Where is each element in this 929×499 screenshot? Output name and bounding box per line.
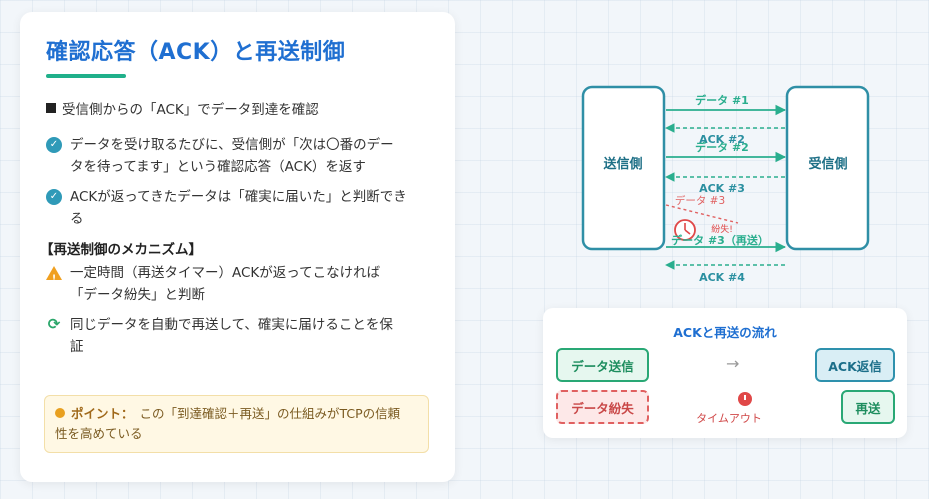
message-label: ACK #4 [699,271,745,284]
point-text-line: 性を高めている [55,426,143,441]
bullet-text-line: タを待ってます」という確認応答（ACK）を返す [70,159,366,175]
timeout-label: タイムアウト [696,412,762,425]
intro-line: 受信側からの「ACK」でデータ到達を確認 [46,98,431,118]
lost-message-label: データ #3 [675,194,725,207]
bullet-item: ✓ データを受け取るたびに、受信側が「次は〇番のデー タを待ってます」という確認… [46,134,431,178]
data-lost-box: データ紛失 [556,390,649,424]
flow-title: ACKと再送の流れ [673,325,777,340]
mechanism-text-line: 同じデータを自動で再送して、確実に届けることを保 [70,317,393,333]
point-label: ポイント： [71,406,134,421]
resend-box: 再送 [841,390,895,424]
bullet-item: ✓ ACKが返ってきたデータは「確実に届いた」と判断でき る [46,186,431,230]
lost-message-arrow [665,204,739,224]
mechanism-heading: 【再送制御のメカニズム】 [40,242,202,258]
bullet-text-line: ACKが返ってきたデータは「確実に届いた」と判断でき [70,189,407,205]
page-title: 確認応答（ACK）と再送制御 [46,40,346,65]
mechanism-text: 一定時間（再送タイマー）ACKが返ってこなければ 「データ紛失」と判断 [70,262,380,306]
clock-icon [738,392,752,406]
receiver-label: 受信側 [808,156,847,172]
arrow-right-icon: → [726,354,740,373]
bullet-text-line: データを受け取るたびに、受信側が「次は〇番のデー [70,137,394,153]
message-label: データ #1 [695,93,749,107]
point-callout: ポイント： この「到達確認＋再送」の仕組みがTCPの信頼 性を高めている [44,395,429,453]
message-label: ACK #2 [699,133,745,146]
sender-label: 送信側 [602,156,642,172]
sender-box [581,85,666,251]
mechanism-item: ! 一定時間（再送タイマー）ACKが返ってこなければ 「データ紛失」と判断 [46,262,431,306]
mechanism-text-line: 一定時間（再送タイマー）ACKが返ってこなければ [70,265,381,281]
bullet-text: ACKが返ってきたデータは「確実に届いた」と判断でき る [70,186,407,230]
refresh-icon: ⟳ [47,315,61,333]
lost-label: 紛失! [711,223,733,235]
bullet-text-line: る [70,211,84,227]
message-label: データ #3（再送） [671,233,769,247]
warning-icon: ! [46,266,62,284]
sequence-diagram: 送信側 受信側 データ #1 ACK #2 データ #2 ACK #3 データ … [581,85,870,284]
title-underline [46,74,126,78]
square-bullet-icon [46,103,56,113]
flow-legend-card: ACKと再送の流れ データ送信 → ACK返信 データ紛失 タイムアウト 再送 [543,308,907,438]
ack-reply-box: ACK返信 [815,348,895,382]
intro-text: 受信側からの「ACK」でデータ到達を確認 [62,102,319,118]
check-circle-icon: ✓ [46,137,62,153]
receiver-box [785,85,870,251]
message-label: ACK #3 [699,182,745,195]
mechanism-item: ⟳ 同じデータを自動で再送して、確実に届けることを保 証 [46,314,431,358]
bullet-text: データを受け取るたびに、受信側が「次は〇番のデー タを待ってます」という確認応答… [70,134,394,178]
point-text-line: この「到達確認＋再送」の仕組みがTCPの信頼 [139,406,401,421]
explanation-card: 確認応答（ACK）と再送制御 受信側からの「ACK」でデータ到達を確認 ✓ デー… [20,12,455,482]
mechanism-text-line: 証 [70,339,84,355]
mechanism-text-line: 「データ紛失」と判断 [70,287,205,303]
lightbulb-icon [55,408,65,418]
check-circle-icon: ✓ [46,189,62,205]
message-label: データ #2 [695,140,749,154]
mechanism-text: 同じデータを自動で再送して、確実に届けることを保 証 [70,314,393,358]
clock-icon [674,219,696,241]
data-send-box: データ送信 [556,348,649,382]
